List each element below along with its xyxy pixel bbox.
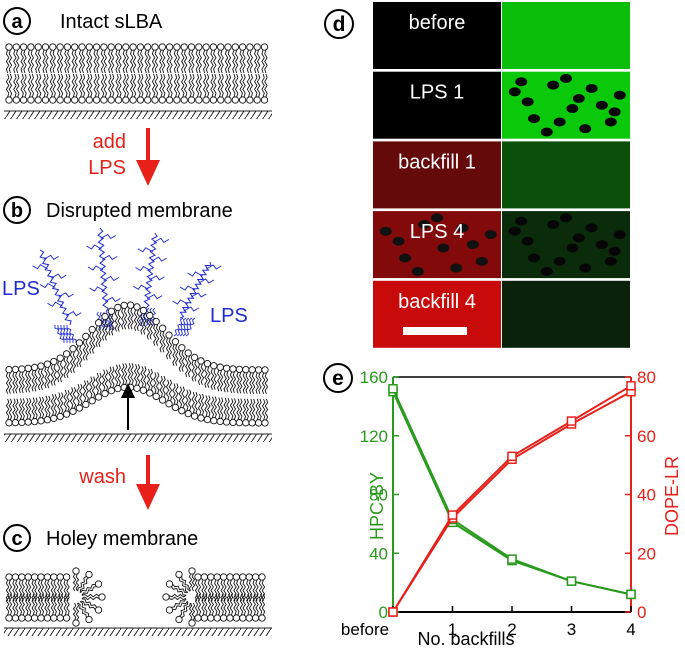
micrograph-label: LPS 1	[410, 82, 464, 104]
panel-a: a Intact sLBA	[3, 7, 272, 119]
lps-label-left: LPS	[2, 278, 40, 300]
holey-bilayer	[5, 567, 266, 627]
substrate-a	[4, 111, 272, 119]
panel-d-letter: d	[333, 13, 346, 36]
panel-e: e 0 40 80 120 160 0 20 40 60 80 before 1 2 3 4 No. bac…	[323, 363, 682, 648]
red-arrow-down-icon	[136, 160, 160, 186]
x-axis-label: No. backfills	[417, 629, 514, 648]
data-point	[507, 451, 517, 462]
step-add-label: add	[93, 131, 126, 153]
step-lps-label: LPS	[88, 157, 126, 179]
disrupted-bilayer	[5, 301, 269, 427]
x-tick-label: 3	[567, 620, 576, 639]
micrograph-green	[502, 141, 630, 209]
step-wash-label: wash	[78, 466, 126, 488]
panel-e-badge	[323, 363, 353, 393]
y-left-tick-label: 0	[379, 603, 388, 622]
micrograph-red	[373, 141, 501, 209]
intact-bilayer	[5, 43, 269, 104]
panel-a-letter: a	[11, 11, 23, 33]
x-tick-label: 4	[626, 620, 635, 639]
micrograph-label: before	[409, 12, 466, 34]
lps-label-right: LPS	[210, 305, 248, 327]
y-axis-left-label: HPC-BY	[367, 472, 387, 540]
step-wash: wash	[78, 455, 160, 510]
scale-bar	[403, 327, 467, 335]
data-point	[507, 554, 517, 564]
data-point	[626, 589, 636, 600]
micrograph-red	[373, 71, 501, 139]
y-right-tick-label: 60	[637, 427, 656, 446]
lps-molecules	[32, 227, 222, 343]
panel-a-badge	[3, 7, 31, 35]
panel-c-title: Holey membrane	[46, 528, 198, 550]
micrograph-red	[373, 280, 501, 348]
y-axis-right-label: DOPE-LR	[662, 456, 682, 536]
panel-b-title: Disrupted membrane	[46, 200, 233, 222]
panel-c-badge	[3, 524, 31, 552]
series-line	[392, 384, 632, 613]
panel-e-letter: e	[332, 367, 344, 390]
micrograph-label: backfill 4	[398, 291, 476, 313]
micrograph-label: LPS 4	[410, 221, 464, 243]
x-tick-label: before	[341, 620, 389, 639]
y-right-tick-label: 40	[637, 486, 656, 505]
y-left-tick-label: 80	[369, 486, 388, 505]
data-point	[626, 381, 636, 391]
data-point	[447, 510, 458, 520]
substrate-b	[4, 434, 272, 442]
black-arrow-up-icon	[121, 383, 135, 398]
data-point	[566, 416, 577, 426]
y-left-tick-label: 160	[360, 368, 388, 387]
panel-c: c Holey membrane	[3, 524, 272, 636]
micrograph-label: backfill 1	[398, 151, 476, 173]
red-arrow-down-icon-2	[136, 484, 160, 510]
panel-d-badge	[324, 9, 354, 39]
micrograph-green	[502, 280, 630, 348]
panel-c-letter: c	[11, 528, 22, 550]
backfill-chart: 0 40 80 120 160 0 20 40 60 80 before 1 2 3 4	[341, 368, 656, 639]
y-right-tick-label: 0	[637, 603, 646, 622]
substrate-c	[4, 628, 272, 636]
x-tick-label: 1	[448, 620, 457, 639]
y-right-tick-label: 20	[637, 544, 656, 563]
data-point	[566, 576, 577, 586]
data-point	[388, 384, 398, 394]
y-left-tick-label: 120	[360, 427, 388, 446]
panel-b-badge	[3, 196, 31, 224]
x-tick-label: 2	[507, 620, 516, 639]
series-line	[392, 390, 632, 613]
panel-a-title: Intact sLBA	[60, 11, 163, 33]
y-left-tick-label: 40	[369, 544, 388, 563]
y-right-tick-label: 80	[637, 368, 656, 387]
step-add-lps: add LPS	[88, 128, 160, 186]
data-point	[388, 607, 398, 617]
panel-b: b Disrupted membrane LPS LPS	[2, 196, 272, 442]
panel-b-letter: b	[11, 200, 23, 222]
micrograph-green	[502, 2, 630, 69]
micrograph-red	[373, 2, 501, 69]
